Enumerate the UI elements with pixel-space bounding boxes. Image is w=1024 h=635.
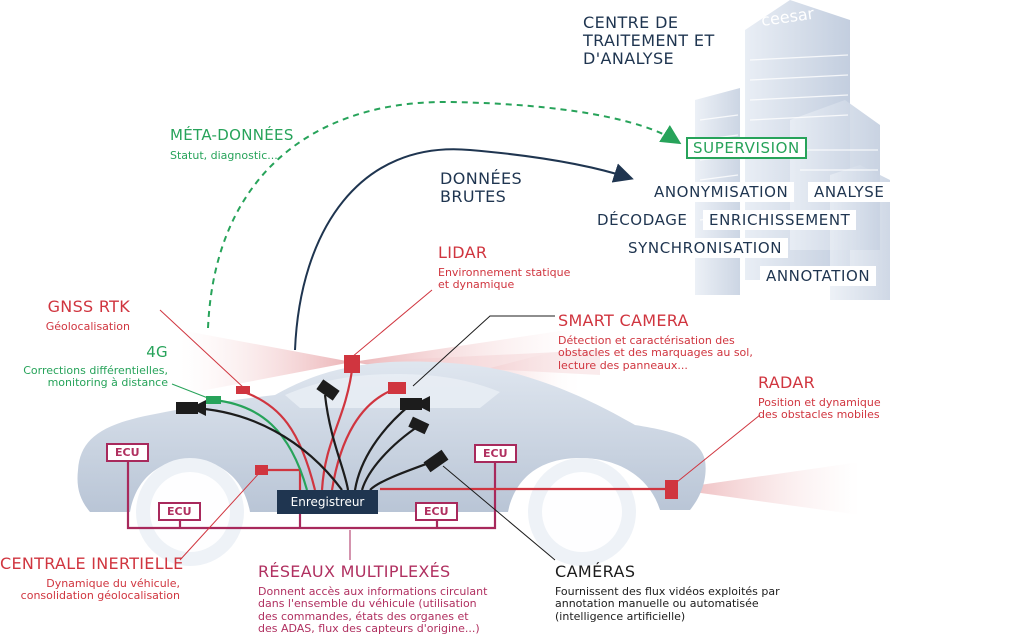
process-anonymisation: ANONYMISATION [648,182,795,202]
camera-icon [408,416,430,435]
centrale-label: CENTRALE INERTIELLE Dynamique du véhicul… [0,554,184,603]
radar-sub-line: Position et dynamique [758,395,881,409]
reseaux-sub-line: des commandes, états des organes et [258,609,469,623]
donnees-brutes-line: DONNÉES [440,169,523,188]
fourg-sub-line: monitoring à distance [47,376,168,390]
lidar-sub-line: Environnement statique [438,265,571,279]
cameras-label: CAMÉRAS Fournissent des flux vidéos expl… [555,563,780,623]
donnees-brutes-label: DONNÉES BRUTES [440,170,522,206]
radar-sensor [665,480,678,499]
camera-icon [316,379,340,401]
cameras-sub-line: annotation manuelle ou automatisée [555,597,759,611]
centrale-sub-line: Dynamique du véhicule, [46,576,180,590]
vehicle-body [77,361,706,566]
ecu-box: ECU [415,502,458,521]
lidar-sub-line: et dynamique [438,278,515,292]
meta-donnees-sub: Statut, diagnostic... [170,148,278,162]
camera-icons [176,379,449,473]
process-decodage: DÉCODAGE [591,210,694,230]
reseaux-sub-line: des ADAS, flux des capteurs d'origine...… [258,621,480,635]
process-enrichissement: ENRICHISSEMENT [703,210,857,230]
centrale-sub-line: consolidation géolocalisation [20,589,180,603]
lidar-label: LIDAR Environnement statique et dynamiqu… [438,244,570,292]
ecu-box: ECU [106,443,149,462]
camera-icon [176,402,198,414]
smart-camera-sub-line: Détection et caractérisation des [558,333,735,347]
radar-title: RADAR [758,373,816,392]
radar-sub-line: des obstacles mobiles [758,408,880,422]
donnees-brutes-arrow [294,148,634,351]
reseaux-sub-line: Donnent accès aux informations circulant [258,584,488,598]
cameras-sub-line: (intelligence artificielle) [555,609,686,623]
gnss-title: GNSS RTK [47,297,130,316]
camera-icon [400,398,422,410]
fourg-antenna [206,396,221,404]
gnss-label: GNSS RTK Géolocalisation [30,298,130,333]
centrale-title: CENTRALE INERTIELLE [0,554,184,573]
process-annotation: ANNOTATION [760,266,877,286]
center-title-line: CENTRE DE [583,13,679,32]
gnss-sub: Géolocalisation [45,319,130,333]
inertial-unit [255,465,268,475]
camera-icon [422,396,430,412]
center-title: CENTRE DE TRAITEMENT ET D'ANALYSE [583,14,715,68]
cameras-sub-line: Fournissent des flux vidéos exploités pa… [555,584,780,598]
center-title-line: TRAITEMENT ET [583,30,715,50]
recorder-box: Enregistreur [277,490,378,514]
smart-camera-title: SMART CAMERA [558,311,689,330]
radar-label: RADAR Position et dynamique des obstacle… [758,374,881,422]
reseaux-label: RÉSEAUX MULTIPLEXÉS Donnent accès aux in… [258,563,487,635]
meta-donnees-arrow [207,100,682,329]
smart-camera-label: SMART CAMERA Détection et caractérisatio… [558,312,753,372]
camera-icon [423,449,449,473]
smart-camera-sub-line: obstacles et des marquages au sol, [558,346,753,360]
process-analyse: ANALYSE [808,182,891,202]
wiring [126,289,761,561]
process-synchronisation: SYNCHRONISATION [622,238,789,258]
lidar-beam-top [352,350,600,375]
smart-camera-sub-line: lecture des panneaux... [558,358,688,372]
fourg-label: 4G Corrections différentielles, monitori… [10,344,168,389]
camera-icon [198,400,206,416]
gnss-antenna [236,386,250,394]
fourg-sub-line: Corrections différentielles, [23,363,168,377]
ecu-box: ECU [474,444,517,463]
reseaux-title: RÉSEAUX MULTIPLEXÉS [258,562,451,581]
meta-donnees-label: MÉTA-DONNÉES Statut, diagnostic... [170,127,294,162]
radar-beam [672,462,860,515]
meta-donnees-title: MÉTA-DONNÉES [170,126,294,144]
reseaux-sub-line: dans l'ensemble du véhicule (utilisation [258,597,477,611]
lidar-title: LIDAR [438,243,488,262]
lidar-beam-left [180,330,352,395]
smart-camera-sensor [388,382,406,394]
ecu-box: ECU [158,502,201,521]
center-title-line: D'ANALYSE [583,48,675,68]
lidar-sensor [344,355,360,373]
donnees-brutes-line: BRUTES [440,186,507,206]
process-supervision: SUPERVISION [686,137,807,159]
fourg-title: 4G [146,343,168,361]
cameras-title: CAMÉRAS [555,562,636,581]
